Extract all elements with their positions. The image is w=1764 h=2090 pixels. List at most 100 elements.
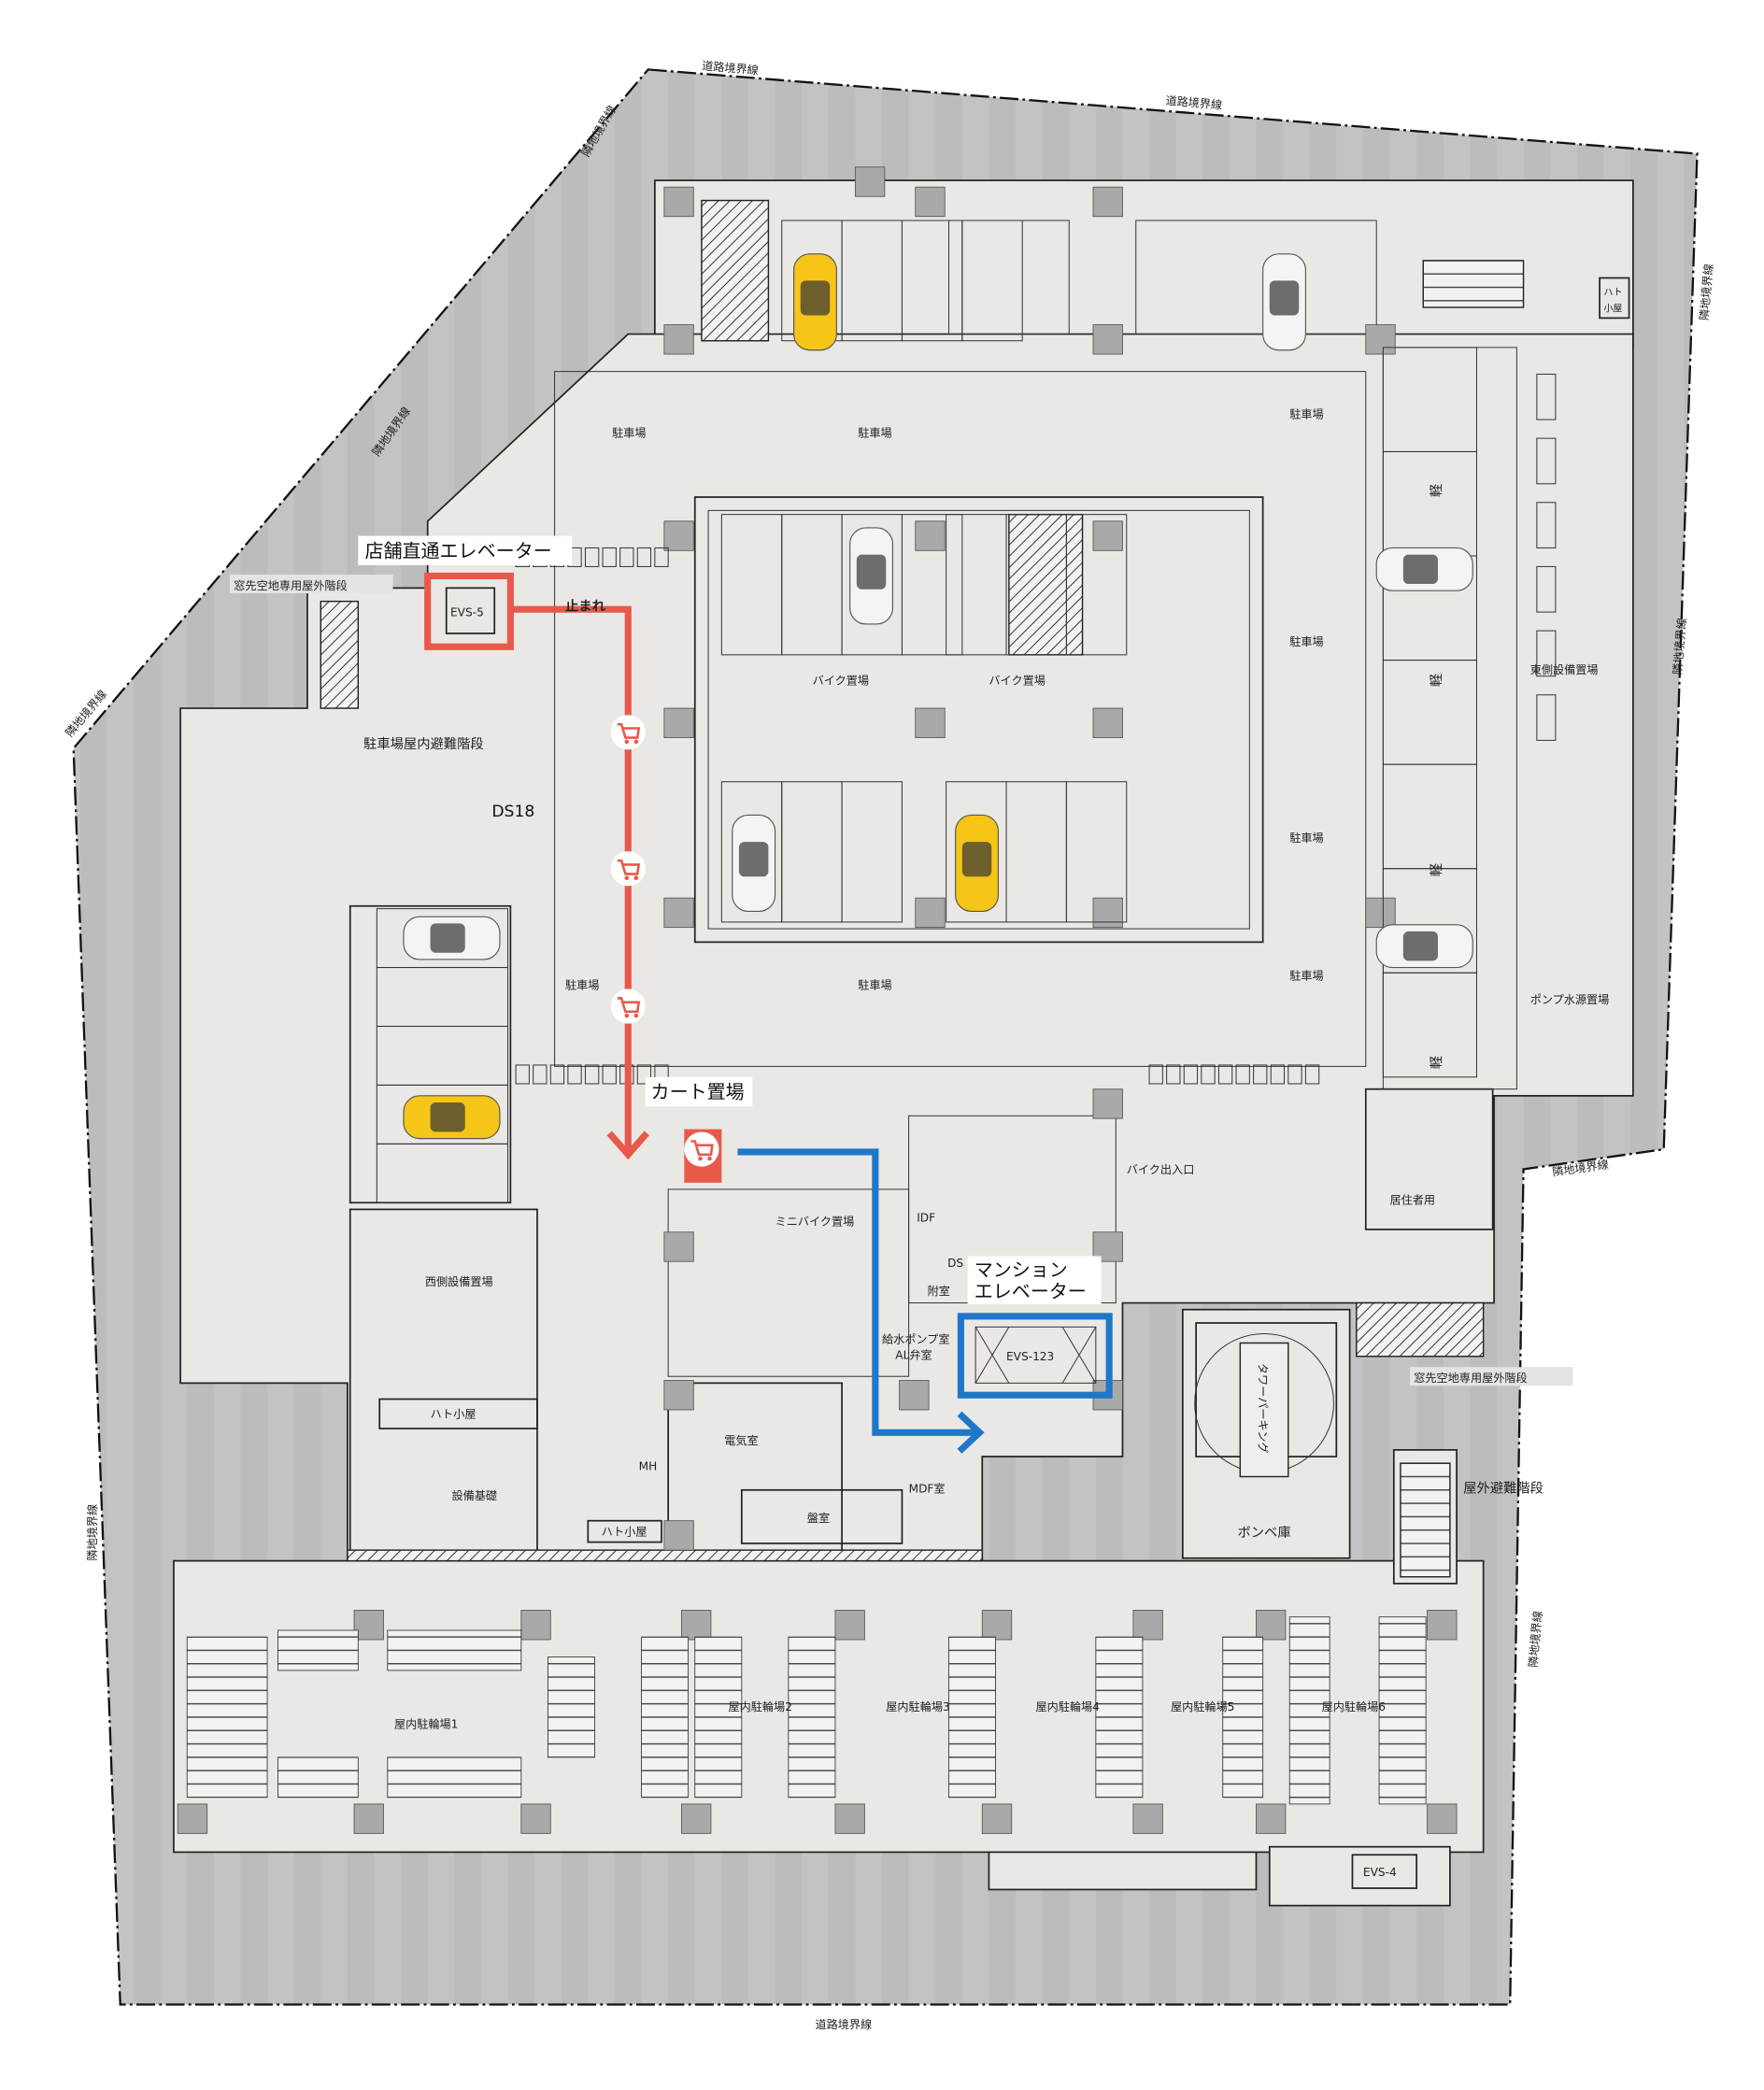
parking-label: 駐車場 — [1289, 407, 1323, 421]
column — [899, 1380, 930, 1411]
column — [981, 1610, 1013, 1641]
bicycle-parking-label: 屋内駐輪場3 — [886, 1699, 949, 1713]
equipment-base-label: 設備基礎 — [451, 1488, 497, 1502]
column — [1427, 1803, 1458, 1834]
cars — [403, 253, 1473, 1140]
mansion-elevator-callout: マンション — [974, 1258, 1068, 1281]
window-stair-east-label: 窓先空地専用屋外階段 — [1414, 1371, 1527, 1385]
column — [1092, 186, 1123, 218]
column — [834, 1610, 865, 1641]
wheel-stop — [584, 1064, 600, 1085]
parking-label: 駐車場 — [612, 426, 646, 440]
mini-bike-label: ミニバイク置場 — [775, 1216, 855, 1229]
bike-area-label: バイク置場 — [989, 674, 1045, 687]
car-window — [430, 923, 465, 953]
parking-label: 駐車場 — [1289, 634, 1323, 648]
equipment-box — [1536, 694, 1557, 741]
parking-label: 駐車場 — [858, 977, 891, 991]
bicycle-rack — [1222, 1636, 1264, 1799]
pigeon-house-label: ハト小屋 — [602, 1525, 647, 1538]
pigeon-house-label: ハト小屋 — [431, 1408, 477, 1421]
al-valve-label: AL弁室 — [895, 1348, 932, 1362]
cart-wheel — [698, 1156, 703, 1161]
neighbor-boundary-label: 隣地境界線 — [1670, 618, 1688, 675]
mdf-room-label: MDF室 — [909, 1482, 946, 1496]
ds18-label: DS18 — [491, 803, 534, 821]
column — [681, 1803, 712, 1834]
wheel-stop — [515, 1064, 530, 1085]
wheel-stop — [567, 1064, 582, 1085]
evs5-highlight — [424, 572, 514, 650]
column — [854, 166, 886, 197]
neighbor-boundary-label: 隣地境界線 — [85, 1504, 99, 1561]
parking-label: 駐車場 — [1289, 831, 1323, 845]
cylinder-storage-label: ボンベ庫 — [1237, 1525, 1290, 1541]
cart-icon — [610, 988, 646, 1024]
electric-room-label: 電気室 — [724, 1433, 758, 1447]
road-boundary-label: 道路境界線 — [1165, 93, 1223, 112]
column — [915, 186, 946, 218]
equipment-box — [1536, 630, 1557, 677]
column — [1092, 324, 1123, 355]
car-window — [738, 842, 769, 877]
equipment-box — [1536, 373, 1557, 420]
wheel-stop — [1253, 1064, 1268, 1085]
parking-stall — [901, 514, 963, 656]
building — [173, 179, 1634, 1907]
wheel-stop — [1201, 1064, 1216, 1085]
cart-wheel — [633, 1013, 639, 1018]
wheel-stop — [1183, 1064, 1199, 1085]
pump-water-label: ポンプ水源置場 — [1530, 993, 1610, 1006]
bicycle-parking-label: 屋内駐輪場1 — [394, 1716, 458, 1730]
bicycle-rack — [277, 1756, 359, 1799]
parking-stall — [1065, 781, 1128, 923]
evs123-label: EVS-123 — [1006, 1350, 1054, 1363]
tower-parking — [1194, 1322, 1338, 1478]
parking-label: 駐車場 — [858, 426, 891, 440]
car-window — [1269, 280, 1300, 316]
wheel-stop — [602, 1064, 617, 1085]
bicycle-rack — [277, 1629, 359, 1671]
parking-stall — [961, 220, 1023, 342]
bicycle-rack — [641, 1636, 690, 1799]
column — [915, 707, 946, 738]
evs4-label: EVS-4 — [1363, 1866, 1397, 1879]
bicycle-rack — [788, 1636, 836, 1799]
column — [834, 1803, 865, 1834]
ds-label: DS — [947, 1257, 963, 1270]
column — [353, 1610, 384, 1641]
car-window — [1402, 931, 1439, 961]
cart-icon-body — [690, 1140, 714, 1157]
panel-room-label: 盤室 — [807, 1511, 830, 1525]
column — [915, 897, 946, 929]
column — [1092, 897, 1123, 929]
idf-label: IDF — [917, 1211, 935, 1224]
car-window — [800, 280, 831, 316]
cart-wheel — [624, 875, 630, 881]
light-car-label: 軽 — [1429, 484, 1444, 497]
column — [520, 1803, 551, 1834]
bicycle-parking-label: 屋内駐輪場4 — [1035, 1699, 1100, 1713]
column — [663, 897, 694, 929]
bicycle-rack — [694, 1636, 743, 1799]
bicycle-rack — [387, 1629, 522, 1671]
neighbor-boundary-label: 隣地境界線 — [1697, 263, 1715, 321]
bicycle-rack — [1288, 1616, 1330, 1805]
wheel-stop — [1287, 1064, 1302, 1085]
cart-area-callout: カート置場 — [651, 1081, 745, 1103]
bicycle-parking-label: 屋内駐輪場5 — [1171, 1699, 1234, 1713]
parking-stall — [1065, 514, 1128, 656]
wheel-stop — [636, 1064, 652, 1085]
column — [353, 1803, 384, 1834]
column — [663, 520, 694, 551]
bicycle-rack — [1378, 1616, 1427, 1805]
mansion-route — [737, 1148, 1113, 1454]
indoor-escape-stair-label: 駐車場屋内避難階段 — [363, 736, 484, 752]
wheel-stop — [654, 547, 669, 567]
evs123-highlight — [957, 1313, 1113, 1399]
wheel-stop — [1217, 1064, 1233, 1085]
column — [1365, 897, 1396, 929]
wheel-stop — [1235, 1064, 1250, 1085]
cart-wheel — [624, 739, 630, 745]
